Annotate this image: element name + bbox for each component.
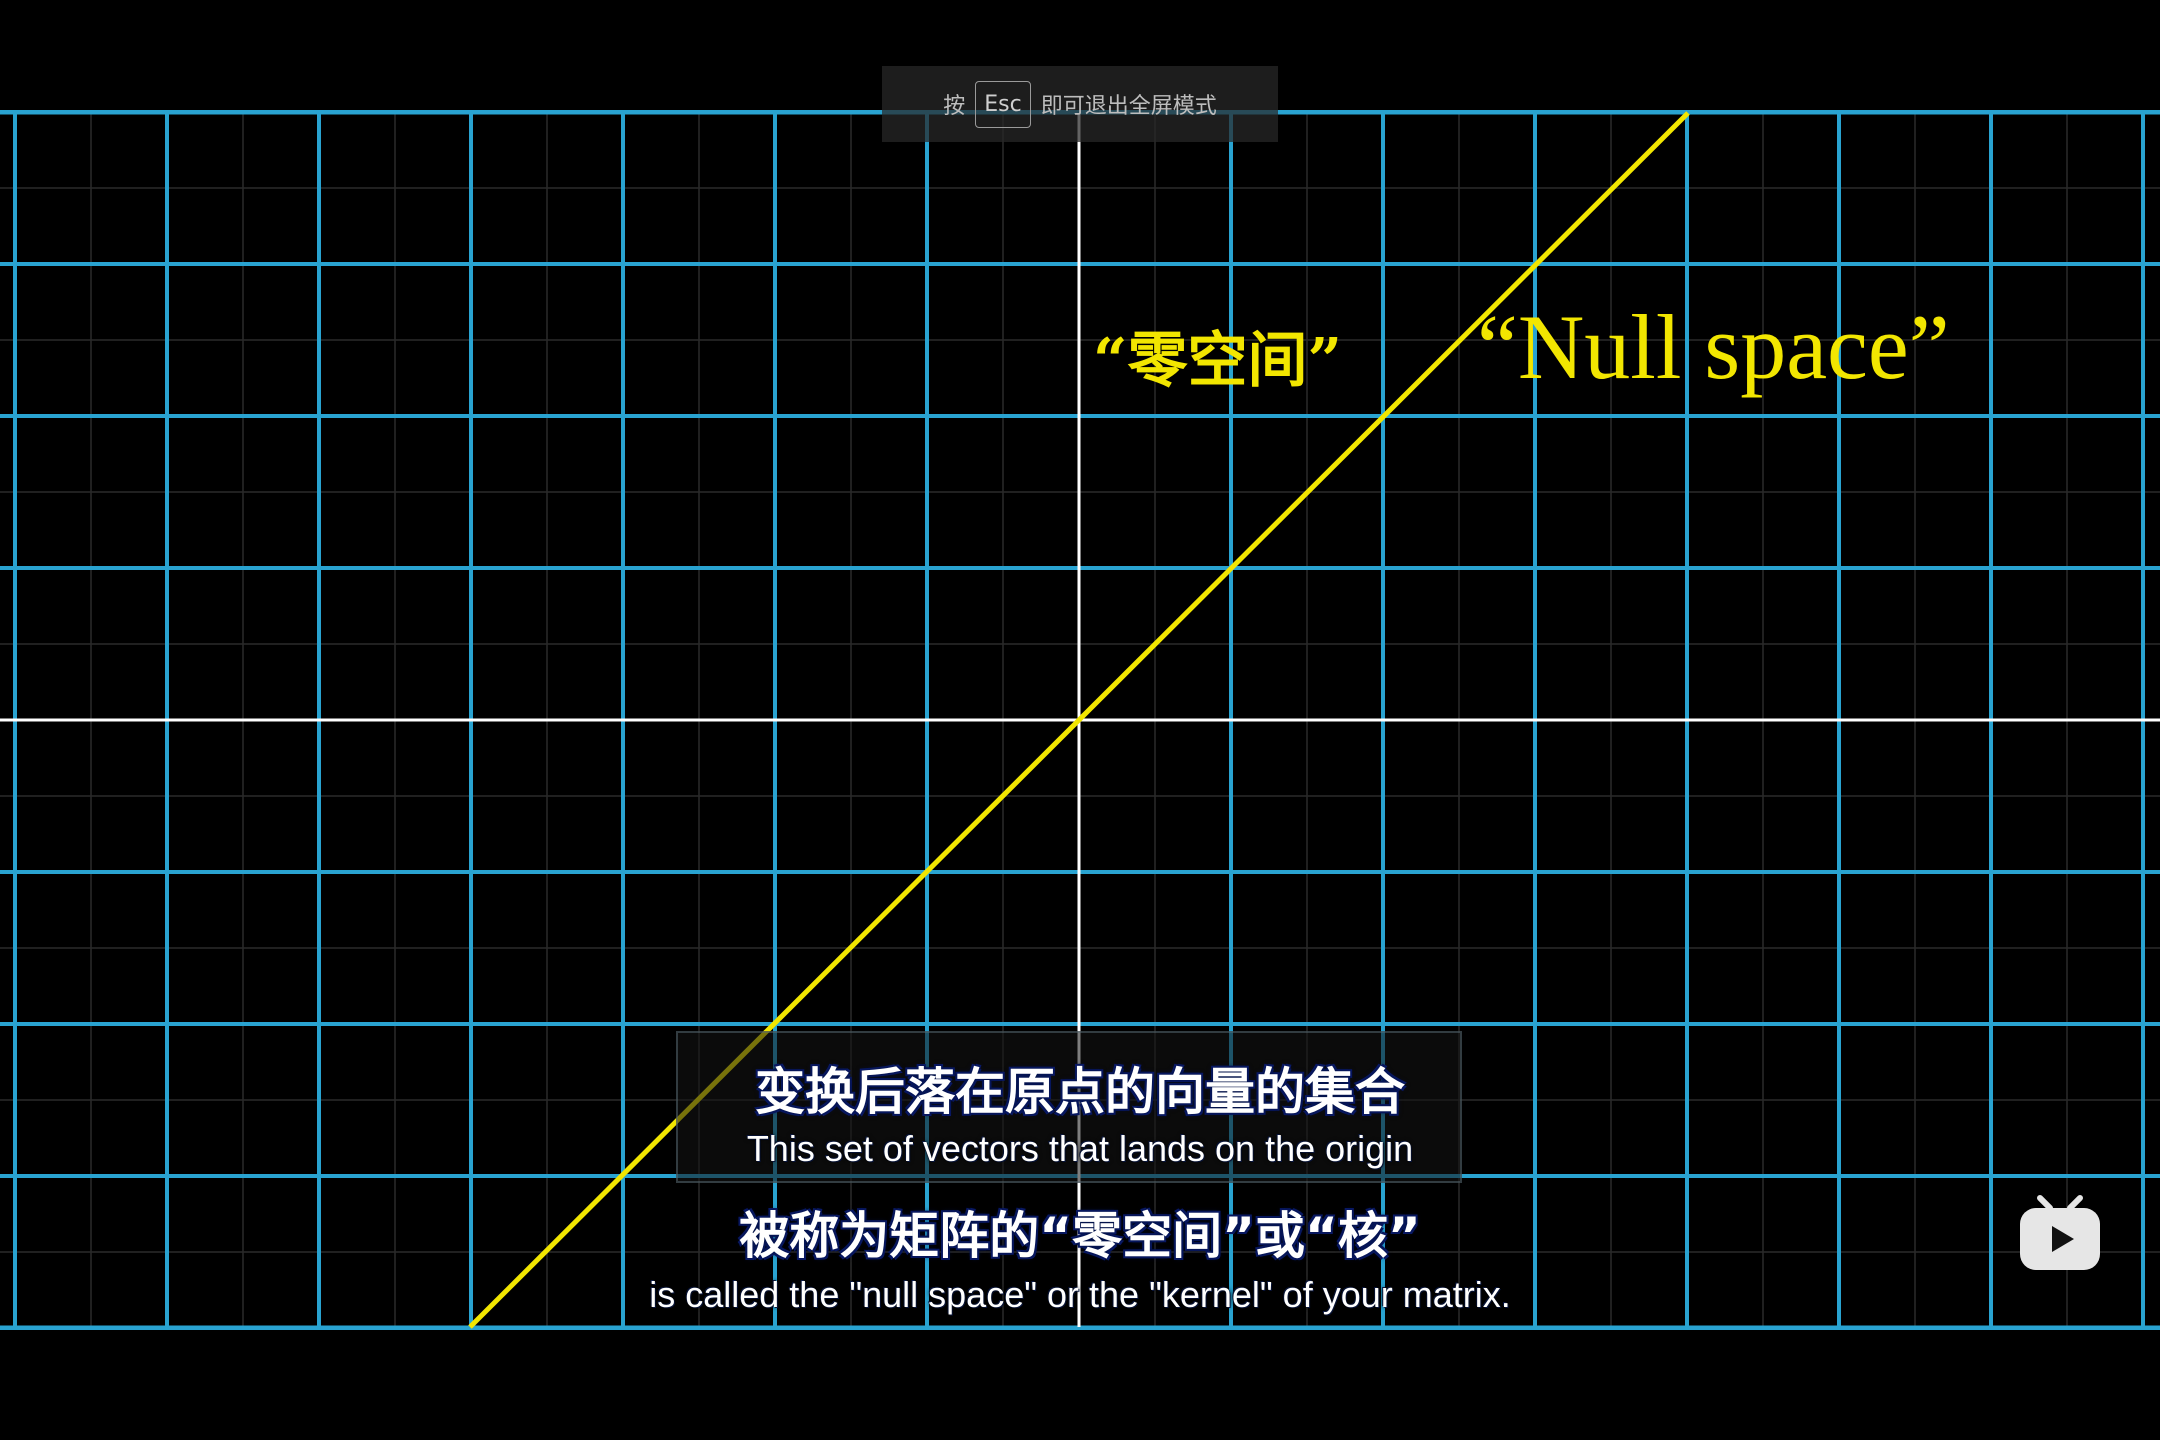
subtitle-2-en: is called the "null space" or the "kerne… [649,1274,1511,1315]
bilibili-tv-icon[interactable] [2018,1192,2102,1272]
hint-suffix: 即可退出全屏模式 [1040,94,1217,119]
null-space-line [468,111,1690,1329]
subtitle-2-cn: 被称为矩阵的“零空间”或“核” [739,1207,1421,1265]
subtitle-background-box [676,1031,1462,1183]
fullscreen-exit-hint: 按 Esc 即可退出全屏模式 [882,66,1278,142]
hint-prefix: 按 [943,94,966,119]
subtitle-1-cn: 变换后落在原点的向量的集合 [755,1063,1405,1121]
null-space-label-en: “Null space” [1477,296,1950,398]
null-space-label-cn: “零空间” [1093,326,1343,396]
esc-key: Esc [975,80,1031,128]
subtitle-1-en: This set of vectors that lands on the or… [746,1128,1414,1169]
